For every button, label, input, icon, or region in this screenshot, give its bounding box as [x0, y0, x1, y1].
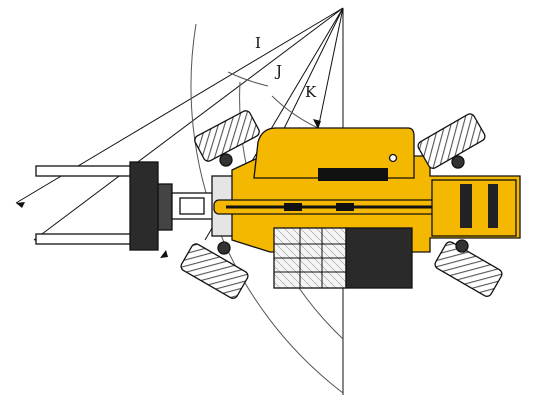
ray-k [317, 7, 344, 130]
cab-light [388, 153, 398, 163]
hub-front-left [219, 153, 233, 167]
hub-rear-right [455, 239, 469, 253]
wheel-rear-left [417, 113, 486, 169]
rear-frame [431, 179, 517, 237]
wheel-front-right [180, 243, 249, 299]
boom-joint-2 [336, 203, 354, 211]
arrowhead-outer [16, 202, 25, 208]
hub-rear-left [451, 155, 465, 169]
boom-joint-1 [284, 203, 302, 211]
label-j: J [274, 62, 282, 80]
ray-fork-tip [33, 7, 344, 241]
arc-j-segment [227, 71, 269, 87]
wheel-icon [194, 110, 260, 162]
counterweight-icon [273, 227, 413, 289]
arc-k-segment [271, 95, 319, 129]
arrowhead-k [313, 119, 321, 129]
rear-hitch-2 [488, 184, 498, 228]
cab-icon [253, 127, 415, 179]
wheel-rear-right [434, 241, 503, 297]
label-i: I [255, 34, 261, 52]
rear-hitch [460, 184, 472, 228]
cab-vent [318, 168, 388, 181]
forklift [35, 110, 521, 299]
label-k: K [305, 83, 317, 101]
fork-icon [35, 161, 215, 251]
hub-front-right [217, 241, 231, 255]
arrowhead-inner [160, 250, 168, 258]
